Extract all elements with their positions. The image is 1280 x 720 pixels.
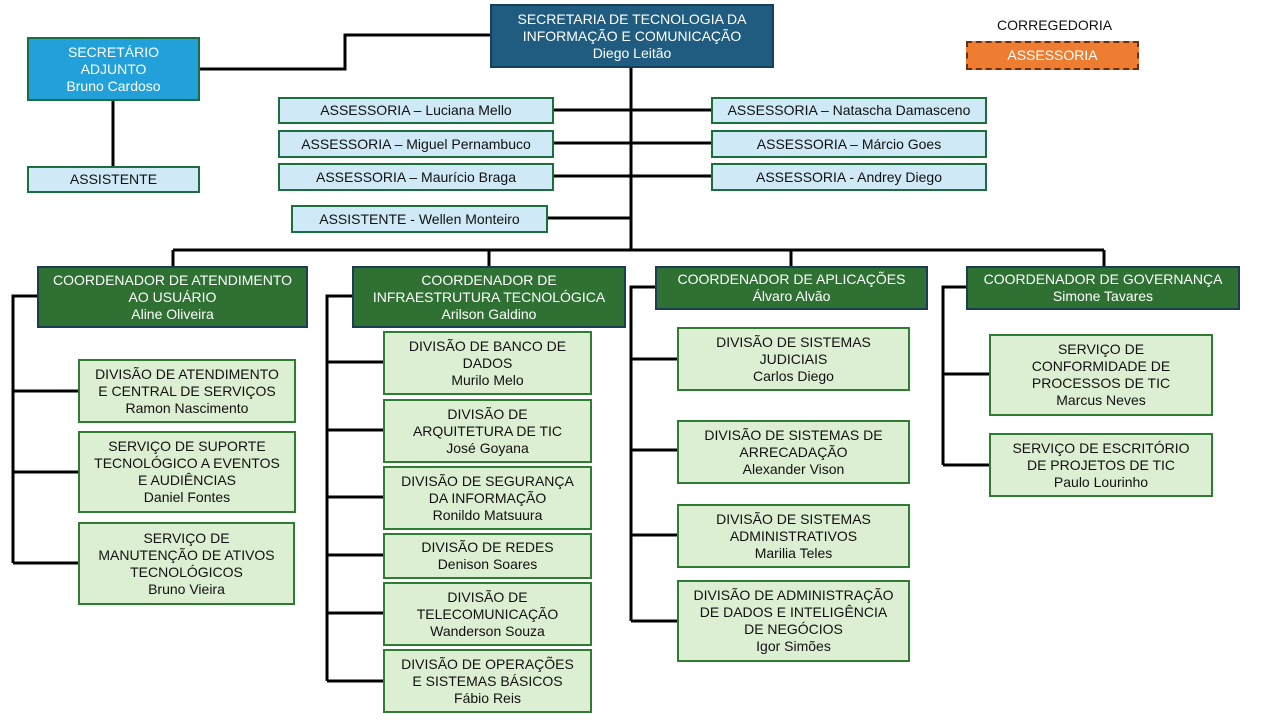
unit-box[interactable]: SERVIÇO DE ESCRITÓRIO DE PROJETOS DE TIC… <box>989 433 1213 497</box>
assistente-adjunto-label: ASSISTENTE <box>69 171 158 187</box>
coordenador-name: Arilson Galdino <box>441 305 537 322</box>
unit-name: Marcus Neves <box>1056 392 1146 408</box>
unit-title: DIVISÃO DE SISTEMAS ADMINISTRATIVOS <box>716 510 871 544</box>
unit-box[interactable]: DIVISÃO DE ARQUITETURA DE TIC José Goyan… <box>383 399 592 463</box>
adjunto-title: SECRETÁRIO ADJUNTO <box>67 43 159 77</box>
unit-title: DIVISÃO DE ATENDIMENTO E CENTRAL DE SERV… <box>95 365 279 399</box>
unit-name: Bruno Vieira <box>148 580 225 597</box>
coordenador-name: Aline Oliveira <box>131 305 214 322</box>
unit-title: SERVIÇO DE CONFORMIDADE DE PROCESSOS DE … <box>1031 341 1171 391</box>
unit-name: Daniel Fontes <box>143 489 231 505</box>
coordenador-aplicacoes-box[interactable]: COORDENADOR DE APLICAÇÕES Álvaro Alvão <box>655 266 928 310</box>
unit-box[interactable]: DIVISÃO DE BANCO DE DADOS Murilo Melo <box>383 331 592 395</box>
unit-title: DIVISÃO DE BANCO DE DADOS <box>408 337 567 371</box>
unit-title: DIVISÃO DE ARQUITETURA DE TIC <box>412 405 563 439</box>
unit-name: Wanderson Souza <box>430 622 545 639</box>
unit-name: Alexander Vison <box>742 460 845 477</box>
assessoria-left-box[interactable]: ASSESSORIA – Luciana Mello <box>278 97 554 124</box>
secretaria-name: Diego Leitão <box>592 44 672 61</box>
unit-name: Igor Simões <box>756 638 831 654</box>
coordenador-atendimento-box[interactable]: COORDENADOR DE ATENDIMENTO AO USUÁRIO Al… <box>37 266 308 328</box>
unit-title: DIVISÃO DE OPERAÇÕES E SISTEMAS BÁSICOS <box>401 655 574 689</box>
assistente-adjunto-box[interactable]: ASSISTENTE <box>27 166 200 193</box>
assistente-wellen-label: ASSISTENTE - Wellen Monteiro <box>319 210 520 227</box>
unit-name: Carlos Diego <box>753 367 834 384</box>
unit-title: DIVISÃO DE ADMINISTRAÇÃO DE DADOS E INTE… <box>693 587 894 637</box>
unit-name: Ramon Nascimento <box>125 399 249 416</box>
coordenador-title: COORDENADOR DE GOVERNANÇA <box>983 271 1223 287</box>
assessoria-right-label: ASSESSORIA - Andrey Diego <box>756 168 942 185</box>
coordenador-title: COORDENADOR DE APLICAÇÕES <box>677 271 906 287</box>
assessoria-left-box[interactable]: ASSESSORIA – Miguel Pernambuco <box>278 130 554 158</box>
coordenador-governanca-box[interactable]: COORDENADOR DE GOVERNANÇA Simone Tavares <box>966 266 1240 310</box>
unit-name: Murilo Melo <box>451 371 524 388</box>
corregedoria-assessoria-label: ASSESSORIA <box>1007 47 1098 63</box>
unit-box[interactable]: DIVISÃO DE SISTEMAS DE ARRECADAÇÃO Alexa… <box>677 420 910 484</box>
unit-name: Ronildo Matsuura <box>432 506 543 523</box>
secretaria-box[interactable]: SECRETARIA DE TECNOLOGIA DA INFORMAÇÃO E… <box>490 4 774 68</box>
unit-name: Marilia Teles <box>754 544 833 561</box>
assessoria-left-label: ASSESSORIA – Luciana Mello <box>320 102 512 118</box>
unit-box[interactable]: SERVIÇO DE MANUTENÇÃO DE ATIVOS TECNOLÓG… <box>78 522 295 605</box>
unit-title: SERVIÇO DE MANUTENÇÃO DE ATIVOS TECNOLÓG… <box>98 529 275 580</box>
corregedoria-assessoria-box[interactable]: ASSESSORIA <box>966 41 1139 70</box>
adjunto-box[interactable]: SECRETÁRIO ADJUNTO Bruno Cardoso <box>27 37 200 101</box>
coordenador-title: COORDENADOR DE INFRAESTRUTURA TECNOLÓGIC… <box>372 271 606 305</box>
coordenador-infraestrutura-box[interactable]: COORDENADOR DE INFRAESTRUTURA TECNOLÓGIC… <box>352 266 626 328</box>
unit-box[interactable]: SERVIÇO DE CONFORMIDADE DE PROCESSOS DE … <box>989 334 1213 416</box>
unit-title: DIVISÃO DE REDES <box>421 539 554 555</box>
assessoria-right-box[interactable]: ASSESSORIA – Márcio Goes <box>711 130 987 158</box>
unit-name: Paulo Lourinho <box>1053 473 1149 490</box>
unit-box[interactable]: DIVISÃO DE SISTEMAS JUDICIAIS Carlos Die… <box>677 327 910 391</box>
unit-title: DIVISÃO DE SEGURANÇA DA INFORMAÇÃO <box>401 472 574 506</box>
unit-box[interactable]: DIVISÃO DE SISTEMAS ADMINISTRATIVOS Mari… <box>677 504 910 568</box>
unit-box[interactable]: SERVIÇO DE SUPORTE TECNOLÓGICO A EVENTOS… <box>78 431 296 513</box>
unit-title: SERVIÇO DE SUPORTE TECNOLÓGICO A EVENTOS… <box>94 438 280 488</box>
unit-title: DIVISÃO DE SISTEMAS DE ARRECADAÇÃO <box>704 426 883 460</box>
unit-box[interactable]: DIVISÃO DE SEGURANÇA DA INFORMAÇÃO Ronil… <box>383 466 592 530</box>
corregedoria-label: CORREGEDORIA <box>997 17 1113 33</box>
adjunto-name: Bruno Cardoso <box>66 77 161 94</box>
coordenador-title: COORDENADOR DE ATENDIMENTO AO USUÁRIO <box>52 271 293 305</box>
unit-box[interactable]: DIVISÃO DE OPERAÇÕES E SISTEMAS BÁSICOS … <box>383 649 592 713</box>
unit-box[interactable]: DIVISÃO DE ADMINISTRAÇÃO DE DADOS E INTE… <box>677 580 910 662</box>
unit-title: DIVISÃO DE SISTEMAS JUDICIAIS <box>716 333 871 367</box>
assessoria-right-label: ASSESSORIA – Natascha Damasceno <box>727 102 971 118</box>
assessoria-left-label: ASSESSORIA – Miguel Pernambuco <box>301 135 531 152</box>
assessoria-right-label: ASSESSORIA – Márcio Goes <box>756 135 942 152</box>
unit-name: Denison Soares <box>437 556 538 572</box>
unit-box[interactable]: DIVISÃO DE REDES Denison Soares <box>383 533 592 579</box>
coordenador-name: Álvaro Alvão <box>752 288 831 304</box>
unit-name: José Goyana <box>446 439 529 456</box>
assessoria-left-box[interactable]: ASSESSORIA – Maurício Braga <box>278 163 554 191</box>
unit-title: DIVISÃO DE TELECOMUNICAÇÃO <box>416 588 559 622</box>
secretaria-title: SECRETARIA DE TECNOLOGIA DA INFORMAÇÃO E… <box>517 10 747 44</box>
unit-name: Fábio Reis <box>454 689 521 706</box>
assessoria-right-box[interactable]: ASSESSORIA - Andrey Diego <box>711 163 987 191</box>
unit-box[interactable]: DIVISÃO DE ATENDIMENTO E CENTRAL DE SERV… <box>78 359 296 423</box>
assessoria-right-box[interactable]: ASSESSORIA – Natascha Damasceno <box>711 97 987 124</box>
coordenador-name: Simone Tavares <box>1052 288 1154 304</box>
unit-title: SERVIÇO DE ESCRITÓRIO DE PROJETOS DE TIC <box>1012 439 1190 473</box>
assistente-wellen-box[interactable]: ASSISTENTE - Wellen Monteiro <box>291 205 548 233</box>
unit-box[interactable]: DIVISÃO DE TELECOMUNICAÇÃO Wanderson Sou… <box>383 582 592 646</box>
assessoria-left-label: ASSESSORIA – Maurício Braga <box>316 168 516 185</box>
